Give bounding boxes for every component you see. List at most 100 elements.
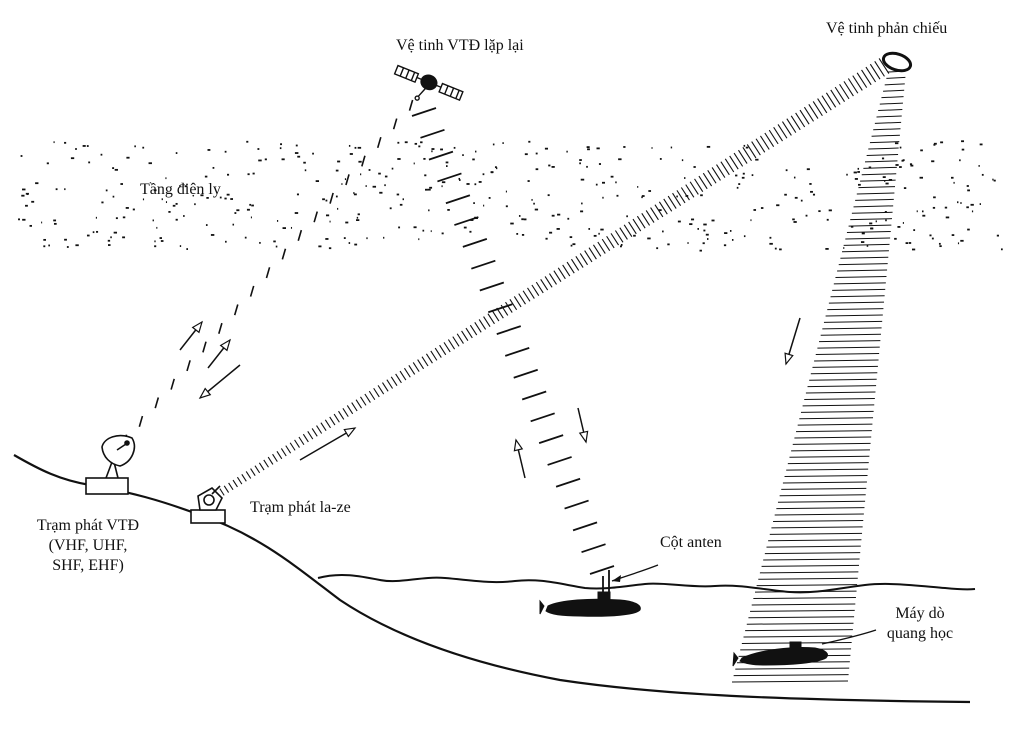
ionosphere-dot [483, 204, 485, 207]
optical-beam-hatch [860, 179, 896, 182]
optical-beam-hatch [799, 417, 874, 420]
ionosphere-dot [806, 168, 810, 171]
radio-uplink-dash [249, 285, 255, 297]
optical-beam-hatch [874, 121, 902, 124]
ionosphere-dot [932, 206, 936, 209]
ionosphere-dot [545, 237, 548, 240]
ionosphere-dot [818, 210, 821, 213]
laser-beam-hatch [434, 347, 442, 358]
ionosphere-dot [294, 212, 299, 214]
direction-arrow-head [578, 430, 589, 444]
laser-beam-hatch [294, 439, 300, 448]
ionosphere-dot [857, 167, 860, 170]
ionosphere-dot [113, 231, 118, 234]
optical-beam-hatch [845, 237, 891, 240]
ionosphere-dot [348, 144, 351, 147]
laser-beam-hatch [311, 428, 318, 437]
laser-beam-hatch [702, 172, 713, 187]
ionosphere-dot [372, 185, 377, 188]
ionosphere-dot [920, 149, 923, 152]
ionosphere-dot [494, 166, 497, 169]
ionosphere-dot [378, 172, 381, 175]
ionosphere-dot [598, 163, 602, 165]
laser-beam-hatch [465, 327, 473, 339]
ionosphere-dot [226, 193, 230, 196]
radio-uplink-dash [376, 136, 382, 149]
optical-beam-hatch [768, 539, 862, 542]
radio-station-label: Trạm phát VTĐ (VHF, UHF, SHF, EHF) [8, 516, 168, 576]
laser-beam-hatch [764, 132, 775, 147]
ionosphere-dot [910, 164, 914, 167]
ionosphere-dot [620, 243, 623, 246]
ionosphere-dot [521, 233, 525, 236]
optical-beam-hatch [886, 76, 906, 79]
ionosphere-dot [101, 201, 104, 204]
ionosphere-dot [492, 143, 495, 146]
ionosphere-dot [979, 143, 983, 146]
laser-beam-hatch [786, 118, 797, 133]
ionosphere-dot [586, 146, 590, 148]
ionosphere-dot [275, 245, 278, 248]
ionosphere-dot [967, 228, 970, 231]
laser-beam-hatch [316, 425, 323, 434]
ionosphere-dot [88, 161, 91, 164]
ionosphere-dot [296, 193, 299, 196]
laser-beam-hatch [443, 342, 451, 353]
ionosphere-dot [703, 229, 706, 232]
ionosphere-dot [601, 181, 606, 184]
ionosphere-dot [894, 142, 899, 145]
ionosphere-dot [422, 229, 425, 232]
laser-beam-hatch [738, 149, 748, 164]
ionosphere-dot [25, 204, 28, 207]
ionosphere-dot [114, 168, 118, 171]
ionosphere-dot [784, 193, 787, 196]
laser-beam-hatch [421, 356, 429, 367]
optical-beam-hatch [773, 519, 864, 522]
laser-beam-hatch [839, 83, 850, 100]
ionosphere-dot [122, 236, 126, 239]
laser-beam-hatch [276, 451, 283, 460]
ionosphere-dot [183, 215, 185, 217]
radio-uplink-dash [218, 322, 223, 334]
ionosphere-dot [933, 143, 936, 146]
ionosphere-dot [951, 234, 955, 236]
ionosphere-dot [549, 231, 553, 234]
ionosphere-dot [693, 166, 696, 168]
radio-uplink-dash [297, 229, 303, 242]
ionosphere-dot [441, 185, 443, 188]
radio-downlink-dash [411, 107, 437, 117]
ionosphere-dot [505, 190, 507, 193]
laser-beam-hatch [219, 488, 225, 496]
radio-station-name: Trạm phát VTĐ [36, 517, 140, 534]
ionosphere-dot [212, 166, 215, 169]
ionosphere-dot [230, 198, 234, 200]
laser-beam-hatch [544, 276, 553, 288]
ionosphere-dot [699, 249, 702, 252]
laser-beam-hatch [549, 273, 557, 285]
ionosphere-dot [184, 185, 188, 188]
ionosphere-dot [478, 181, 482, 183]
ionosphere-dot [325, 238, 329, 240]
laser-beam-hatch [509, 299, 518, 311]
ionosphere-dot [785, 169, 788, 172]
optical-beam-hatch [864, 160, 898, 163]
laser-beam-hatch [768, 129, 779, 145]
ionosphere-dot [966, 206, 969, 209]
ionosphere-dot [343, 237, 346, 239]
direction-arrow-head [191, 320, 203, 334]
laser-beam-hatch [601, 238, 611, 252]
ionosphere-dot [175, 202, 178, 205]
laser-beam-hatch [623, 224, 633, 237]
optical-beam-hatch [835, 275, 887, 278]
optical-detector-label: Máy dò quang học [880, 604, 960, 644]
ionosphere-dot [453, 146, 456, 149]
ionosphere-dot [957, 201, 959, 204]
laser-beam-hatch [566, 261, 575, 274]
ionosphere-dot [100, 153, 103, 156]
ionosphere-dot [194, 203, 196, 206]
ionosphere-dot [315, 180, 320, 182]
optical-beam-hatch [827, 308, 884, 311]
optical-beam-hatch [817, 346, 880, 349]
ionosphere-dot [159, 237, 162, 239]
optical-beam-hatch [809, 378, 877, 381]
